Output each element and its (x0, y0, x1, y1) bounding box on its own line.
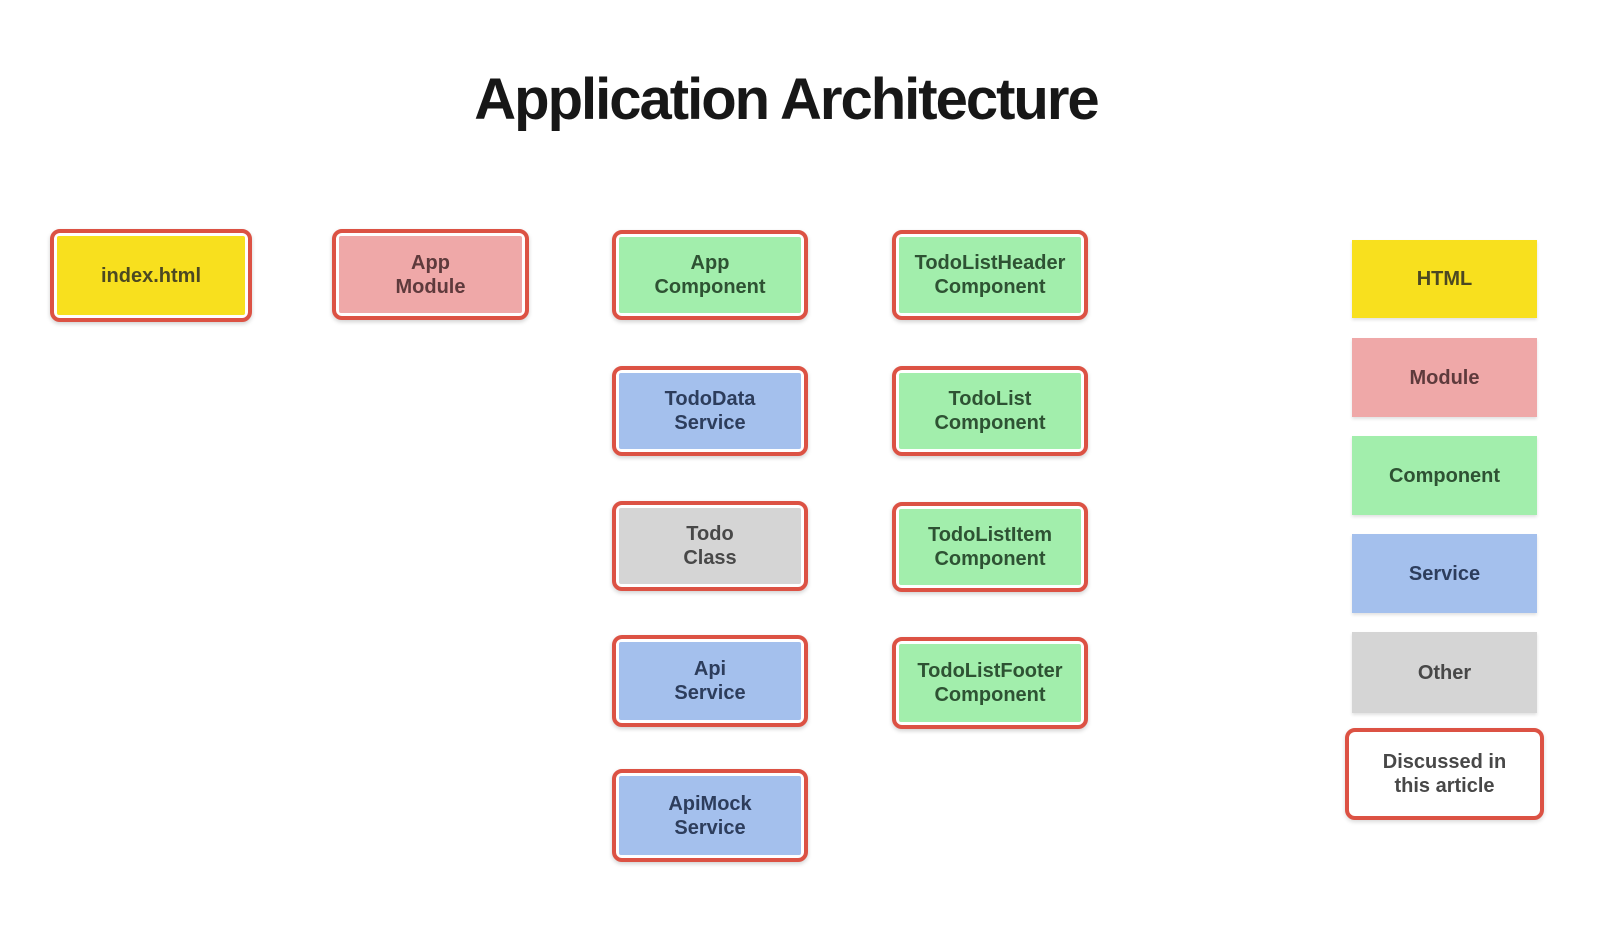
legend-item-html: HTML (1352, 240, 1537, 318)
box-app-component: App Component (612, 230, 808, 320)
box-todo-list-item-component: TodoListItem Component (892, 502, 1088, 592)
box-label: TodoList Component (899, 373, 1081, 449)
box-label: TodoListHeader Component (899, 237, 1081, 313)
legend-item-other: Other (1352, 632, 1537, 713)
box-label: Todo Class (619, 508, 801, 584)
box-app-module: App Module (332, 229, 529, 320)
legend-item-component: Component (1352, 436, 1537, 515)
box-todo-class: Todo Class (612, 501, 808, 591)
legend-item-service: Service (1352, 534, 1537, 613)
legend-item-module: Module (1352, 338, 1537, 417)
box-todo-list-header-component: TodoListHeader Component (892, 230, 1088, 320)
box-label: App Component (619, 237, 801, 313)
box-label: TodoListFooter Component (899, 644, 1081, 722)
box-label: index.html (57, 236, 245, 315)
legend-item-discussed: Discussed in this article (1345, 728, 1544, 820)
box-api-mock-service: ApiMock Service (612, 769, 808, 862)
box-label: TodoData Service (619, 373, 801, 449)
box-label: Api Service (619, 642, 801, 720)
box-label: ApiMock Service (619, 776, 801, 855)
box-todo-data-service: TodoData Service (612, 366, 808, 456)
box-label: App Module (339, 236, 522, 313)
box-todo-list-footer-component: TodoListFooter Component (892, 637, 1088, 729)
box-label: TodoListItem Component (899, 509, 1081, 585)
page-title: Application Architecture (474, 67, 1099, 132)
box-index-html: index.html (50, 229, 252, 322)
box-todo-list-component: TodoList Component (892, 366, 1088, 456)
box-api-service: Api Service (612, 635, 808, 727)
